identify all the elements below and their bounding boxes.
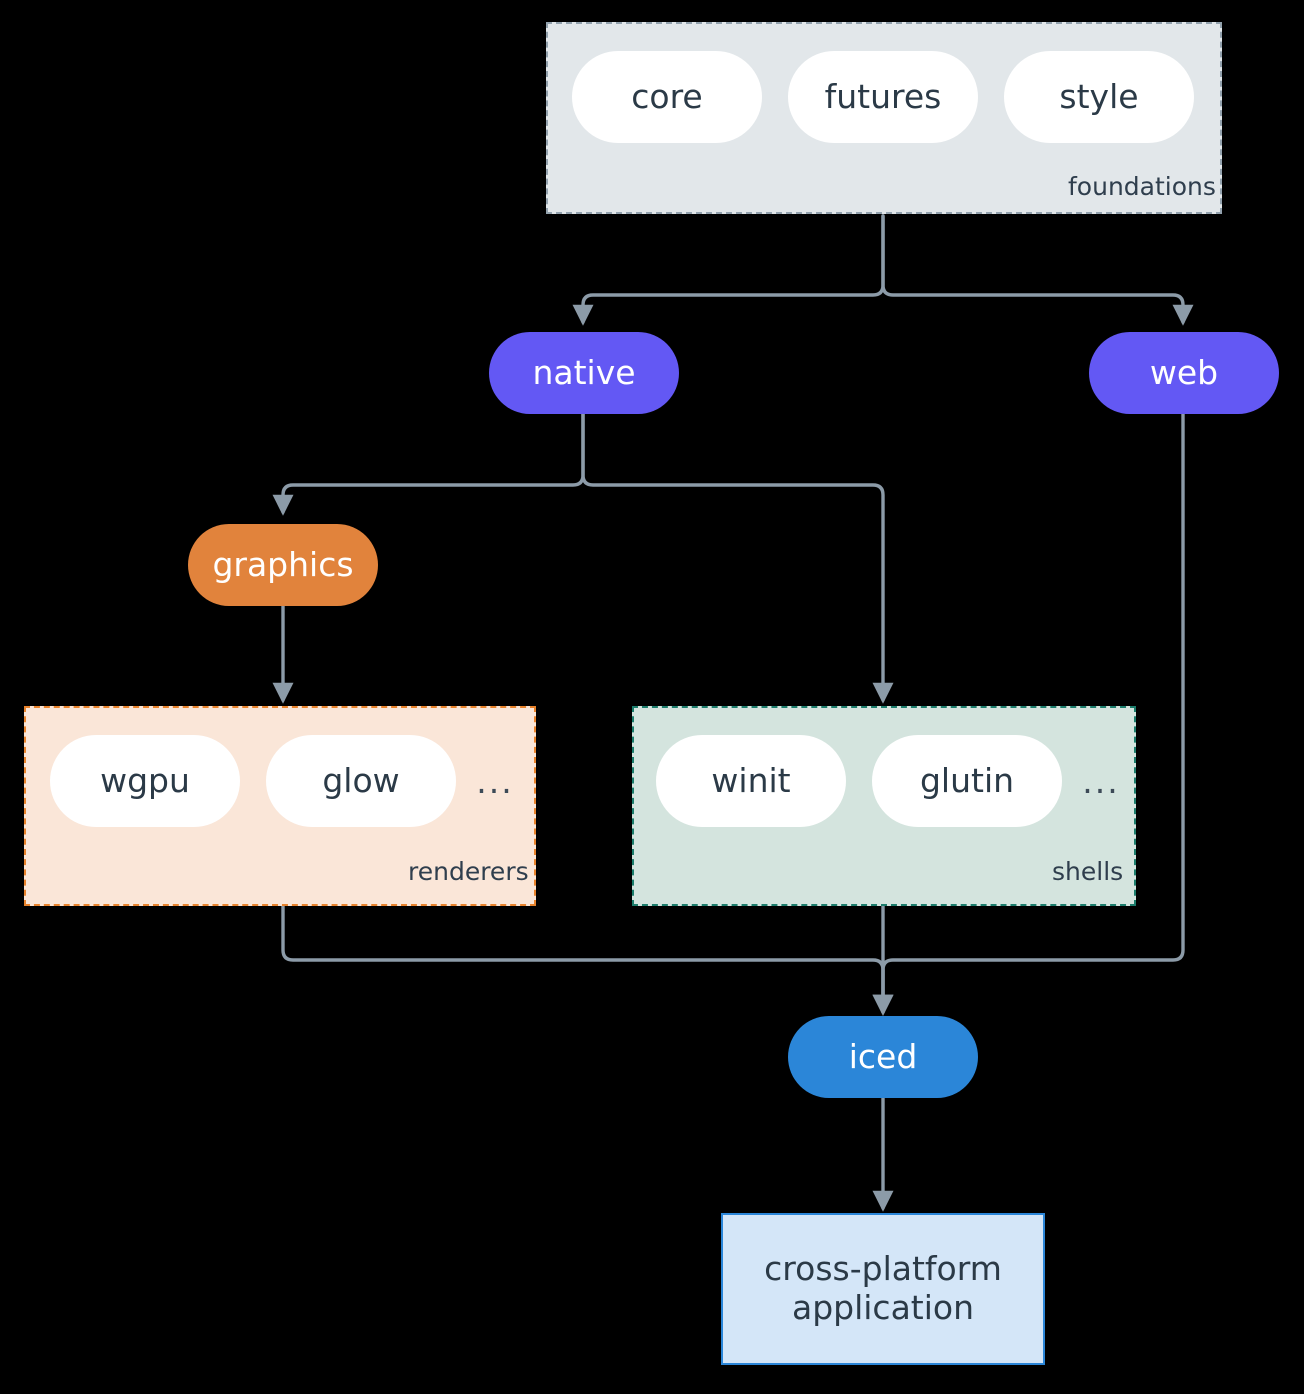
node-futures-label: futures <box>824 76 942 116</box>
node-glow[interactable]: glow <box>266 735 456 827</box>
node-application-label-line1: cross-platform <box>764 1249 1002 1289</box>
node-style[interactable]: style <box>1004 51 1194 143</box>
node-graphics[interactable]: graphics <box>188 524 378 606</box>
node-web[interactable]: web <box>1089 332 1279 414</box>
node-glutin-label: glutin <box>919 760 1015 800</box>
node-web-label: web <box>1149 352 1219 392</box>
node-application-label-line2: application <box>791 1288 975 1327</box>
node-winit[interactable]: winit <box>656 735 846 827</box>
node-futures[interactable]: futures <box>788 51 978 143</box>
cluster-shells-label: shells <box>1052 857 1124 886</box>
shells-more-indicator: ... <box>1082 761 1120 801</box>
node-wgpu-label: wgpu <box>100 760 190 800</box>
node-core[interactable]: core <box>572 51 762 143</box>
node-style-label: style <box>1059 76 1139 116</box>
node-winit-label: winit <box>711 760 791 800</box>
node-wgpu[interactable]: wgpu <box>50 735 240 827</box>
edge-native-shells <box>581 412 894 704</box>
edge-renderers-iced <box>281 904 894 1016</box>
node-core-label: core <box>631 76 703 116</box>
cluster-renderers-label: renderers <box>408 857 529 886</box>
renderers-more-indicator: ... <box>476 761 514 801</box>
node-glow-label: glow <box>322 760 400 800</box>
node-glutin[interactable]: glutin <box>872 735 1062 827</box>
node-iced[interactable]: iced <box>788 1016 978 1098</box>
edge-foundations-web <box>881 214 1194 326</box>
cluster-foundations-label: foundations <box>1068 172 1216 201</box>
node-graphics-label: graphics <box>212 544 354 584</box>
node-native-label: native <box>532 352 636 392</box>
edge-native-graphics <box>272 412 585 516</box>
edge-foundations-native <box>572 214 885 326</box>
node-native[interactable]: native <box>489 332 679 414</box>
node-iced-label: iced <box>848 1036 918 1076</box>
node-application[interactable]: cross-platform application <box>721 1213 1045 1365</box>
